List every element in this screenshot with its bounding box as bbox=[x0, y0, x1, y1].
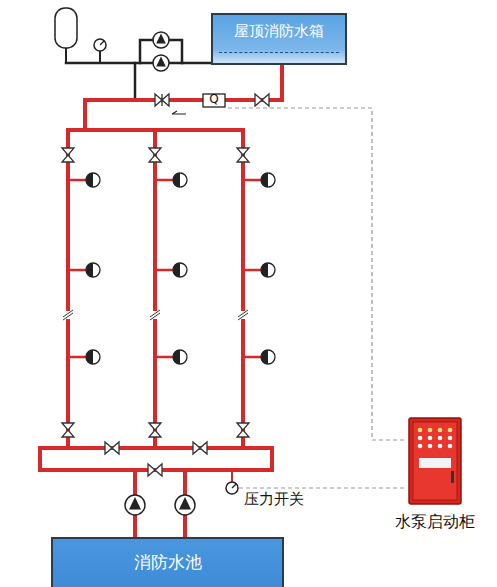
node-title: 屋顶消防水箱 bbox=[213, 22, 345, 41]
gate-valve bbox=[237, 423, 249, 437]
branch-pipe bbox=[243, 356, 261, 359]
indicator-light bbox=[418, 428, 423, 433]
flow-switch bbox=[203, 94, 225, 107]
pump bbox=[175, 495, 195, 515]
indicator-light bbox=[448, 436, 453, 441]
node-title: 消防水池 bbox=[53, 551, 282, 574]
pump bbox=[153, 55, 169, 71]
sprinkler-head bbox=[261, 263, 275, 277]
red-pipe bbox=[231, 470, 233, 482]
black-pipe bbox=[134, 63, 137, 100]
sprinkler-head bbox=[173, 350, 187, 364]
red-pipe bbox=[68, 130, 243, 448]
gate-valve bbox=[62, 423, 74, 437]
cabinet-body bbox=[409, 418, 461, 504]
fire-pool: 消防水池 bbox=[51, 537, 284, 587]
pump-cabinet: 水泵启动柜 bbox=[379, 416, 491, 533]
gate-valve bbox=[155, 94, 169, 106]
pump-arrow bbox=[156, 34, 166, 44]
pressure-gauge bbox=[94, 39, 106, 51]
sprinkler-fill bbox=[261, 263, 268, 277]
pump bbox=[125, 495, 145, 515]
sprinkler-head bbox=[173, 173, 187, 187]
sprinkler-head bbox=[86, 173, 100, 187]
break-mark bbox=[63, 310, 73, 320]
pump-arrow bbox=[129, 497, 141, 510]
sprinkler-head bbox=[86, 263, 100, 277]
check-valve-bar bbox=[161, 94, 162, 106]
sprinkler-fill bbox=[173, 350, 180, 364]
break-gap bbox=[64, 311, 72, 319]
break-mark bbox=[150, 310, 160, 320]
sprinkler-fill bbox=[173, 263, 180, 277]
indicator-light bbox=[448, 444, 453, 449]
branch-pipe bbox=[243, 269, 261, 272]
cabinet-handle bbox=[451, 471, 454, 483]
break-gap bbox=[239, 311, 247, 319]
indicator-light bbox=[428, 428, 433, 433]
indicator-light bbox=[438, 444, 443, 449]
sprinkler-fill bbox=[86, 350, 93, 364]
indicator-light bbox=[438, 436, 443, 441]
red-ring-pipe bbox=[40, 448, 272, 470]
water-line bbox=[219, 52, 339, 53]
indicator-light bbox=[418, 444, 423, 449]
branch-pipe bbox=[243, 179, 261, 182]
sprinkler-fill bbox=[261, 350, 268, 364]
gate-valve bbox=[149, 423, 161, 437]
branch-pipe bbox=[68, 356, 86, 359]
branch-pipe bbox=[68, 179, 86, 182]
gate-valve bbox=[255, 94, 269, 106]
break-gap bbox=[151, 311, 159, 319]
break-mark bbox=[238, 310, 248, 320]
sprinkler-head bbox=[261, 173, 275, 187]
branch-pipe bbox=[155, 356, 173, 359]
branch-pipe bbox=[155, 179, 173, 182]
sprinkler-fill bbox=[86, 173, 93, 187]
cabinet-plate bbox=[419, 458, 451, 468]
signal-wire bbox=[228, 108, 404, 440]
cabinet-label: 水泵启动柜 bbox=[379, 512, 491, 533]
gauge-needle bbox=[100, 41, 104, 45]
gate-valve bbox=[62, 148, 74, 162]
sprinkler-head bbox=[173, 263, 187, 277]
branch-pipe bbox=[68, 269, 86, 272]
pump bbox=[153, 32, 169, 48]
switch-needle bbox=[232, 484, 236, 488]
branch-pipe bbox=[155, 269, 173, 272]
gate-valve bbox=[149, 148, 161, 162]
sprinkler-head bbox=[86, 350, 100, 364]
sprinkler-fill bbox=[261, 173, 268, 187]
gate-valve bbox=[193, 442, 207, 454]
pressure-switch bbox=[226, 482, 238, 494]
vessel-leg bbox=[65, 48, 67, 63]
pump-arrow bbox=[179, 497, 191, 510]
gate-valve bbox=[148, 464, 162, 476]
flow-arrow bbox=[172, 111, 186, 114]
red-pipe bbox=[85, 65, 282, 130]
gate-valve bbox=[237, 148, 249, 162]
signal-wire bbox=[239, 487, 404, 488]
sprinkler-fill bbox=[173, 173, 180, 187]
sprinkler-fill bbox=[86, 263, 93, 277]
sprinkler-head bbox=[261, 350, 275, 364]
pressure-vessel bbox=[55, 8, 77, 48]
cabinet-door bbox=[413, 422, 457, 500]
indicator-light bbox=[438, 428, 443, 433]
pump-arrow bbox=[156, 57, 166, 67]
cabinet-illustration bbox=[406, 416, 464, 506]
black-pipe bbox=[99, 52, 101, 63]
pressure-switch-label: 压力开关 bbox=[244, 491, 304, 508]
flow-switch-symbol: Q bbox=[209, 93, 218, 106]
roof-tank: 屋顶消防水箱 bbox=[211, 13, 347, 65]
indicator-light bbox=[418, 436, 423, 441]
indicator-light bbox=[428, 436, 433, 441]
indicator-light bbox=[448, 428, 453, 433]
gate-valve bbox=[105, 442, 119, 454]
indicator-light bbox=[428, 444, 433, 449]
